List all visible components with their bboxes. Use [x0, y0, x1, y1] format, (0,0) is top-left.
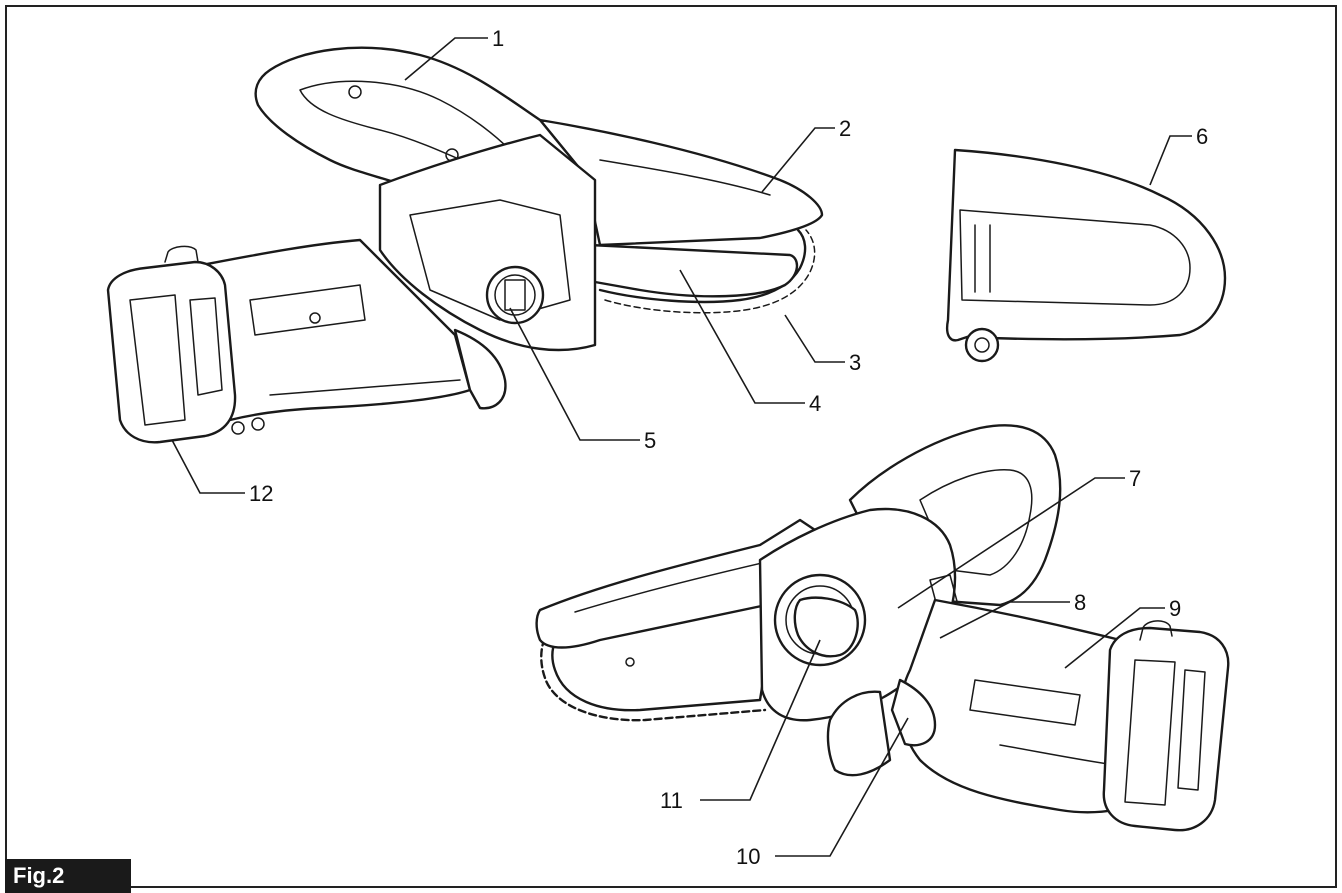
guide-bar-top [588, 243, 799, 298]
callout-8: 8 [1074, 590, 1086, 615]
sprocket-cover-knob-top [485, 265, 545, 325]
trigger-top [453, 328, 507, 410]
battery-bottom [1102, 626, 1230, 832]
leader-5 [509, 307, 640, 441]
callout-6: 6 [1196, 124, 1208, 149]
leader-7 [897, 477, 1125, 609]
callout-9: 9 [1169, 596, 1181, 621]
cover-hanging-hole [964, 327, 1000, 363]
leader-9 [1064, 607, 1165, 669]
leader-8 [939, 601, 1070, 639]
callout-1: 1 [492, 26, 504, 51]
battery-top [106, 260, 237, 444]
guide-bar-cover [945, 148, 1227, 363]
callout-12: 12 [249, 481, 273, 506]
leader-lines [171, 37, 1192, 857]
leader-2 [761, 127, 835, 193]
callout-7: 7 [1129, 466, 1141, 491]
saw-chain-top [598, 228, 807, 304]
leader-10 [775, 717, 909, 857]
callout-2: 2 [839, 116, 851, 141]
upper-guard-bottom [535, 518, 832, 649]
upper-guard-top [538, 118, 824, 247]
callout-4: 4 [809, 391, 821, 416]
saw-top-view [106, 46, 824, 444]
leader-4 [679, 269, 805, 404]
leader-1 [404, 37, 488, 81]
sprocket-cover-knob-bottom [773, 573, 867, 667]
leader-11 [700, 639, 821, 801]
leader-3 [784, 314, 845, 363]
callout-10: 10 [736, 844, 760, 869]
callout-numbers: 1 2 3 4 5 6 7 8 9 10 11 12 [249, 26, 1208, 869]
leader-6 [1149, 135, 1192, 186]
saw-bottom-view [535, 424, 1230, 832]
figure-label: Fig.2 [5, 859, 131, 893]
callout-5: 5 [644, 428, 656, 453]
leader-12 [171, 439, 245, 494]
callout-3: 3 [849, 350, 861, 375]
callout-11: 11 [660, 788, 683, 813]
